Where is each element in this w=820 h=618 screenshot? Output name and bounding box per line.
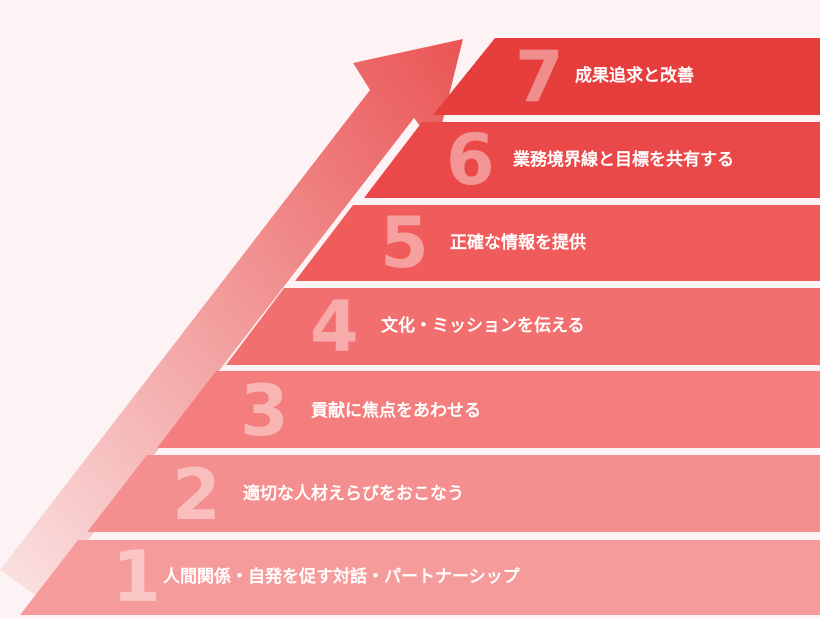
step-label-1: 人間関係・自発を促す対話・パートナーシップ bbox=[163, 567, 520, 587]
step-band-1 bbox=[20, 540, 820, 615]
step-label-5: 正確な情報を提供 bbox=[450, 233, 586, 253]
step-label-3: 貢献に焦点をあわせる bbox=[311, 401, 481, 421]
step-number-5: 5 bbox=[380, 202, 429, 284]
step-band-7 bbox=[433, 38, 820, 115]
step-number-6: 6 bbox=[446, 119, 495, 201]
step-number-7: 7 bbox=[515, 36, 564, 118]
step-number-1: 1 bbox=[112, 536, 161, 618]
step-band-3 bbox=[157, 371, 820, 448]
step-band-5 bbox=[295, 205, 820, 281]
step-label-7: 成果追求と改善 bbox=[575, 66, 694, 86]
step-band-2 bbox=[87, 455, 820, 532]
step-label-6: 業務境界線と目標を共有する bbox=[513, 150, 734, 170]
step-band-6 bbox=[364, 122, 820, 198]
step-label-2: 適切な人材えらびをおこなう bbox=[243, 484, 464, 504]
step-number-3: 3 bbox=[240, 370, 289, 452]
step-label-4: 文化・ミッションを伝える bbox=[381, 316, 585, 336]
growth-arrow bbox=[0, 39, 463, 600]
step-number-2: 2 bbox=[172, 454, 221, 536]
step-band-4 bbox=[226, 288, 820, 365]
step-number-4: 4 bbox=[310, 286, 359, 368]
